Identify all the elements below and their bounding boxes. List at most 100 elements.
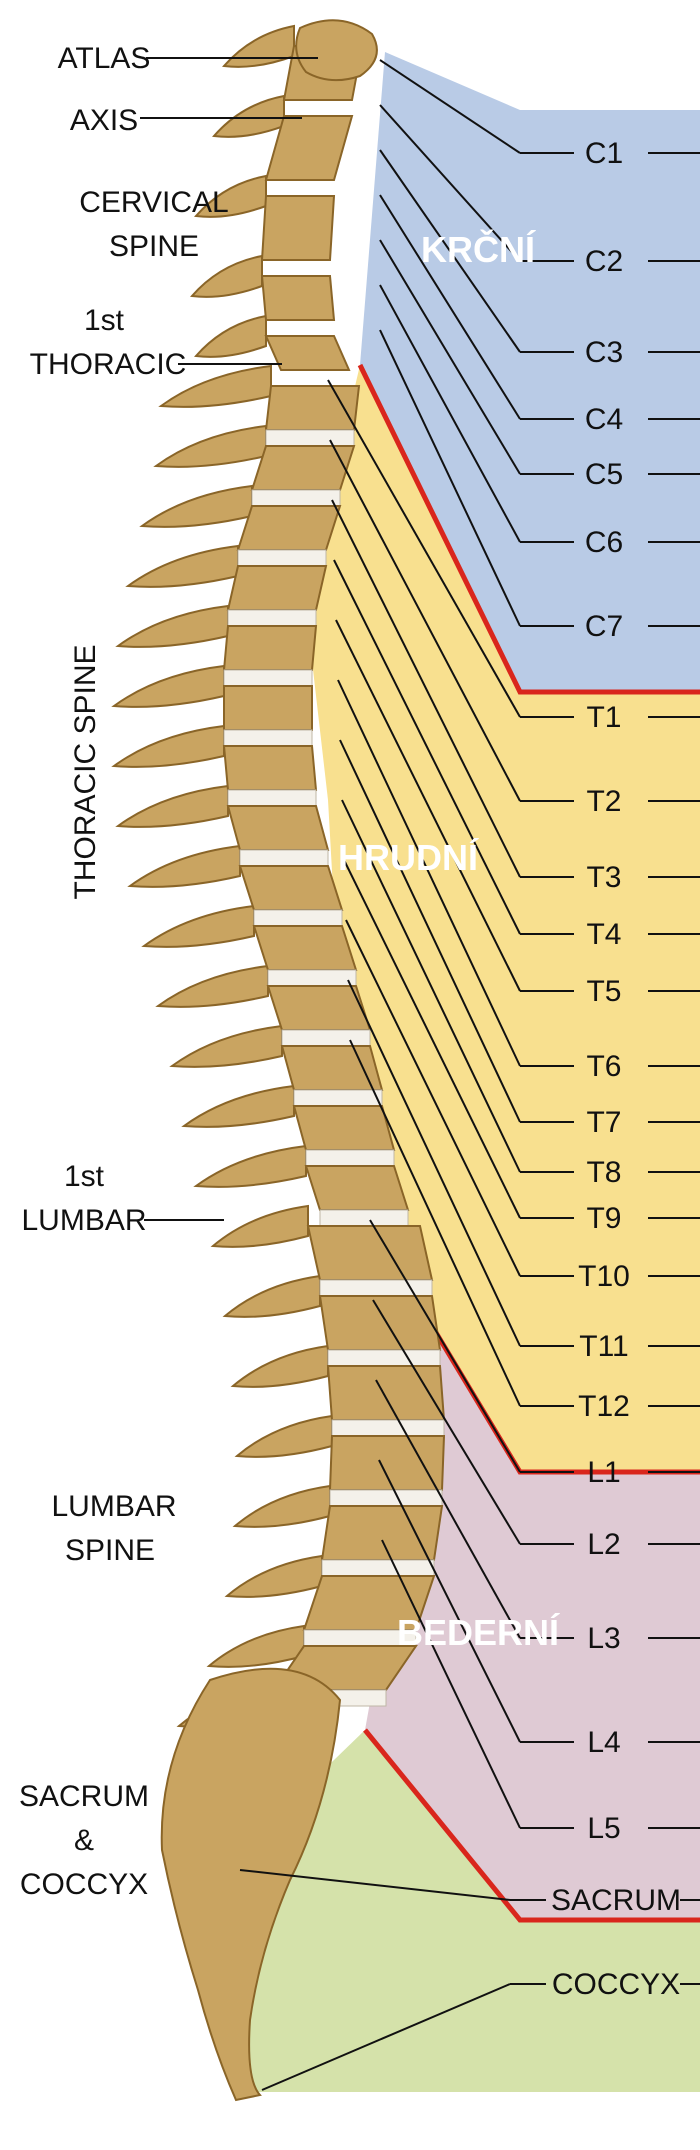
segment-leader [349,1039,521,1407]
segment-leader [369,1219,521,1473]
vertebral-body [226,805,330,851]
segment-label-l4: L4 [587,1726,620,1759]
spinous-process [181,1084,295,1128]
segment-label-t1: T1 [586,701,621,734]
segment-leader [341,799,521,1173]
spinous-process [224,1554,323,1598]
segment-leader [343,859,521,1219]
segment-leader [379,194,521,420]
segment-label-t7: T7 [586,1106,621,1139]
segment-label-t12: T12 [578,1390,630,1423]
segment-label-l3: L3 [587,1622,620,1655]
spinous-process [193,1144,307,1188]
sacrum-shape [160,1667,342,2102]
vertebral-body [280,1045,384,1091]
label-atlas: ATLAS [58,42,151,75]
segment-leader [335,619,521,992]
spinous-process [125,544,239,588]
vertebral-body [264,335,351,371]
spinous-process [232,1484,331,1528]
sacral-band [210,1730,700,2092]
intervertebral-disc [281,1029,371,1047]
segment-leader [327,379,521,718]
spinous-process [139,484,253,528]
segment-label-t2: T2 [586,785,621,818]
label-first-thoracic-2: THORACIC [30,348,187,381]
spinous-process [127,844,241,888]
vertebral-body [260,275,336,321]
intervertebral-disc [305,1149,395,1167]
label-sacrum-2: & [74,1824,94,1857]
segment-leader [372,1299,521,1545]
spinous-process [169,1024,283,1068]
region-label-lumbar: BEDERNÍ [397,1612,560,1653]
intervertebral-disc [319,1279,433,1297]
intervertebral-disc [253,909,343,927]
intervertebral-disc [267,969,357,987]
segment-label-t4: T4 [586,918,621,951]
vertebral-body [318,1295,442,1351]
segment-leader [379,104,521,262]
segment-label-l1: L1 [587,1456,620,1489]
segment-leader [329,439,521,802]
spinous-process [153,424,267,468]
atlas-shape [295,19,378,82]
segment-leader [347,979,521,1347]
segment-label-c5: C5 [585,458,623,491]
segment-leader [337,679,521,1067]
intervertebral-disc [223,729,313,747]
vertebral-body [260,195,336,261]
segment-label-c6: C6 [585,526,623,559]
label-first-lumbar-2: LUMBAR [21,1204,146,1237]
spinous-process [141,904,255,948]
segment-label-t10: T10 [578,1260,630,1293]
intervertebral-disc [293,1089,383,1107]
vertebral-body [292,1105,396,1151]
segment-label-c2: C2 [585,245,623,278]
label-sacrum-3: COCCYX [20,1868,148,1901]
spinous-process [194,174,267,218]
divider-lumbar-sacral [363,1728,700,1923]
vertebral-body [226,565,328,611]
segment-label-l5: L5 [587,1812,620,1845]
vertebral-body [250,445,356,491]
spinous-process [155,964,269,1008]
spine-illustration [111,19,446,2102]
intervertebral-disc [321,1559,435,1577]
label-first-lumbar-1: 1st [64,1160,105,1193]
intervertebral-disc [265,429,355,447]
spinous-process [222,1274,321,1318]
segment-labels: C1C2C3C4C5C6C7T1T2T3T4T5T6T7T8T9T10T11T1… [551,137,681,2001]
spinous-process [234,1414,333,1458]
vertebral-body [252,925,358,971]
cervical-band [360,52,700,692]
vertebral-body [223,685,313,731]
spinous-process [190,254,263,298]
label-first-thoracic-1: 1st [84,304,125,337]
vertebral-body [306,1225,434,1281]
segment-leader [345,919,521,1277]
vertebral-body [222,625,318,671]
segment-label-t3: T3 [586,861,621,894]
intervertebral-disc [319,1209,409,1227]
spinous-process [230,1344,329,1388]
intervertebral-disc [227,789,317,807]
label-cervical-spine-1: CERVICAL [79,186,229,219]
segment-leader [339,739,521,1123]
segment-leader [378,1459,521,1743]
segment-leader [333,559,521,935]
vertebral-body [326,1365,446,1421]
vertebral-body [304,1165,410,1211]
divider-cervical-thoracic [357,363,700,695]
spinous-process [210,1204,309,1248]
spinous-process [158,364,272,408]
spinous-process [222,24,295,68]
leader-lines [239,59,700,2091]
intervertebral-disc [223,669,313,687]
intervertebral-disc [227,609,317,627]
segment-leader [379,149,521,353]
intervertebral-disc [327,1349,441,1367]
segment-label-l2: L2 [587,1528,620,1561]
spinous-process [115,604,229,648]
label-lumbar-spine-2: SPINE [65,1534,155,1567]
